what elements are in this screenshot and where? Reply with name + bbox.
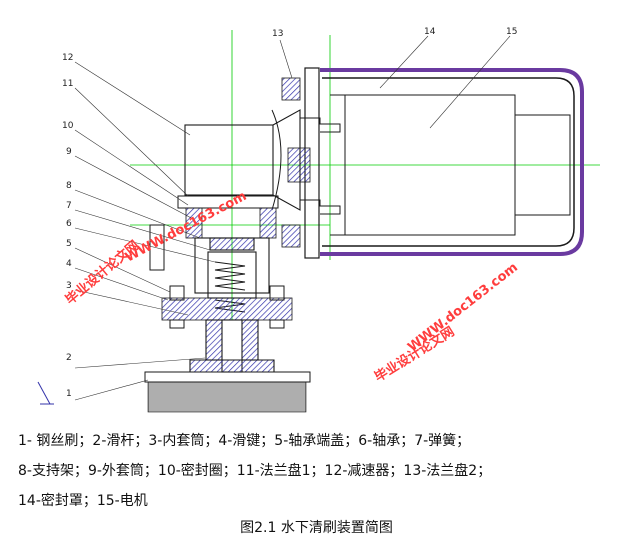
part-label-13: 13 (272, 29, 283, 39)
flange-1 (149, 195, 279, 271)
part-label-14: 14 (424, 27, 436, 37)
watermark-url-left: WWW.doc163.com (123, 189, 249, 266)
slide-rod (189, 251, 275, 373)
part-label-11: 11 (62, 79, 73, 89)
wire-brush (144, 371, 311, 413)
part-label-1: 1 (66, 389, 72, 399)
reducer (184, 109, 301, 211)
axis-symbol (37, 381, 54, 405)
part-label-15: 15 (506, 27, 517, 37)
flange-2 (271, 67, 341, 259)
part-label-7: 7 (66, 201, 72, 211)
part-label-3: 3 (66, 281, 72, 291)
mechanism-drawing: 12 11 10 9 8 7 6 5 4 3 2 1 13 14 15 毕业设计… (37, 27, 600, 413)
legend-line-1: 1- 钢丝刷；2-滑杆；3-内套筒；4-滑键；5-轴承端盖；6-轴承；7-弹簧； (18, 433, 471, 449)
legend-line-2: 8-支持架；9-外套筒；10-密封圈；11-法兰盘1；12-减速器；13-法兰盘… (18, 463, 492, 479)
part-label-8: 8 (66, 181, 72, 191)
part-label-10: 10 (62, 121, 74, 131)
legend-line-3: 14-密封罩；15-电机 (18, 493, 148, 509)
part-label-2: 2 (66, 353, 72, 363)
part-label-5: 5 (66, 239, 72, 249)
figure-caption: 图2.1 水下清刷装置简图 (240, 520, 393, 536)
motor (330, 94, 571, 236)
part-label-6: 6 (66, 219, 72, 229)
leader-lines (74, 35, 511, 401)
part-label-12: 12 (62, 53, 73, 63)
part-label-4: 4 (66, 259, 72, 269)
part-labels: 12 11 10 9 8 7 6 5 4 3 2 1 13 14 15 (62, 27, 517, 399)
part-label-9: 9 (66, 147, 72, 157)
watermark-url-right: WWW.doc163.com (405, 260, 521, 355)
seal-cover (320, 68, 584, 256)
outer-sleeve (194, 237, 270, 294)
